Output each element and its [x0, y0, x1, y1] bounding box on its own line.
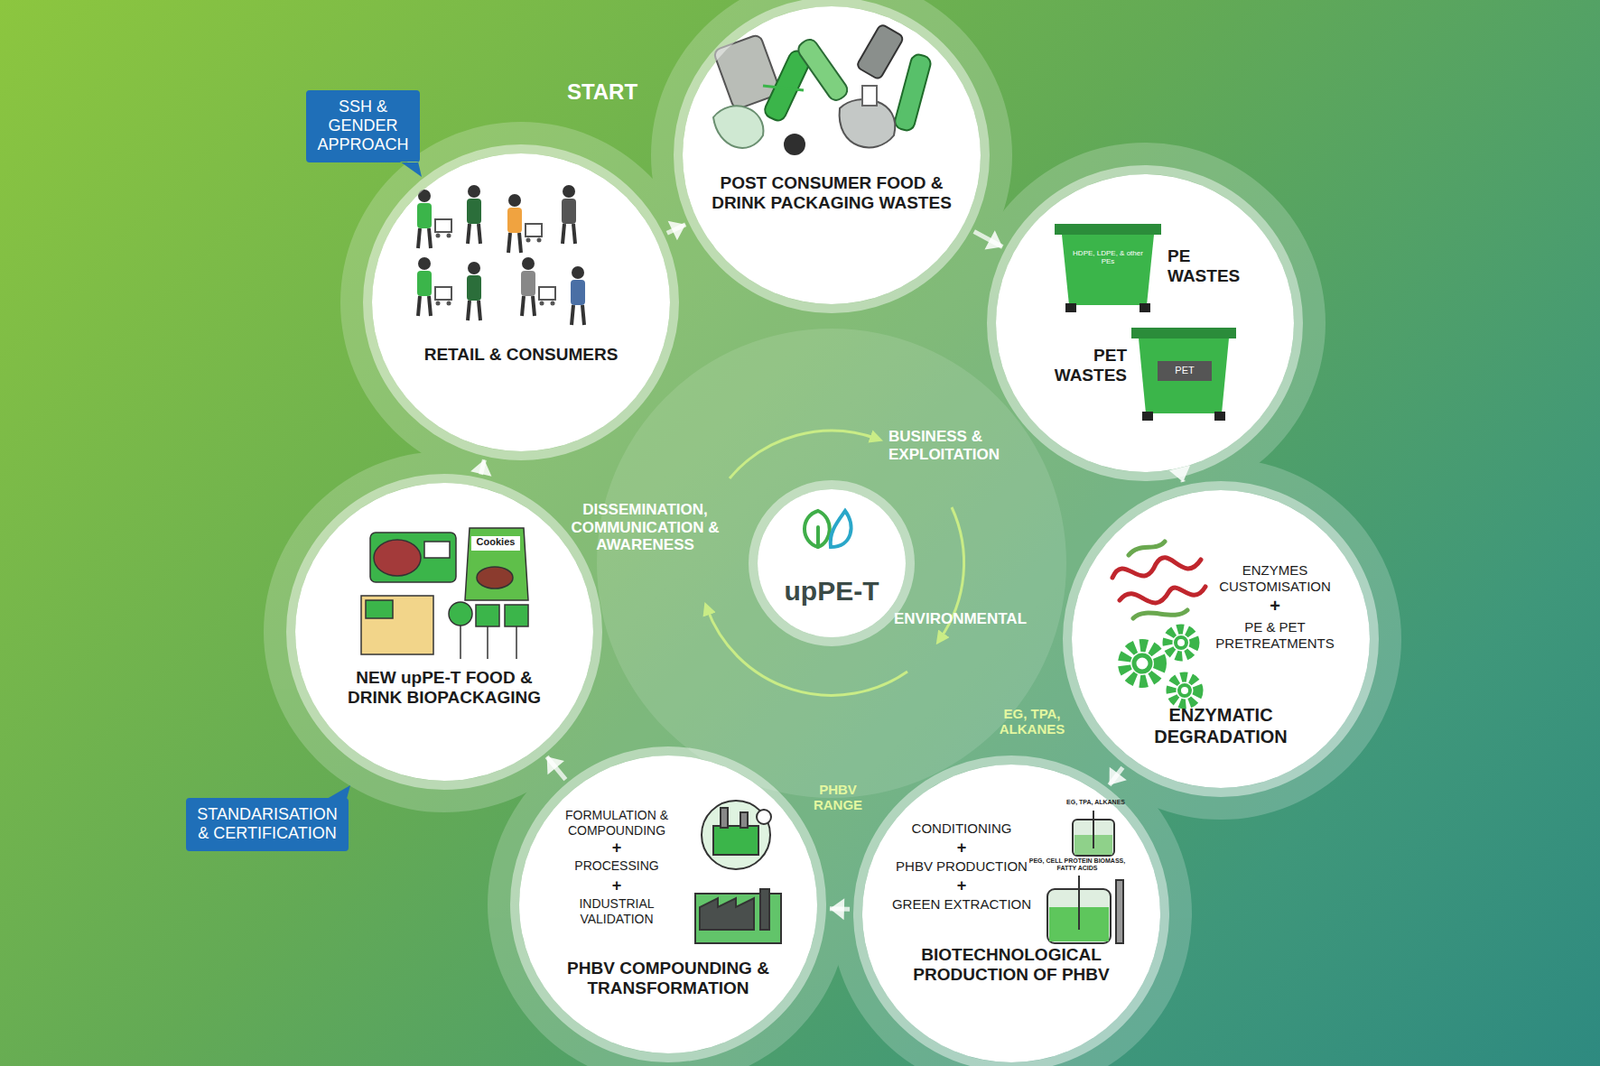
circle-outline [757, 489, 906, 638]
circle-outline [519, 755, 818, 1054]
circle-outline [372, 153, 670, 452]
icon-label: PET [1157, 364, 1212, 377]
flow-arrow [470, 459, 492, 476]
plus-sign: + [544, 838, 689, 858]
circle-outline [995, 174, 1294, 473]
edge-label: PHBV RANGE [806, 781, 870, 814]
stage-text: BIOTECHNOLOGICAL PRODUCTION OF PHBV [911, 945, 1111, 987]
stage-text: FORMULATION & COMPOUNDING [544, 808, 689, 838]
stage-circle: FORMULATION & COMPOUNDING+PROCESSING+IND… [519, 755, 818, 1054]
waste-icons [713, 23, 933, 156]
stage-text: PROCESSING [544, 858, 689, 875]
plus-sign: + [1211, 595, 1339, 618]
stage-text: NEW upPE-T FOOD & DRINK BIOPACKAGING [335, 668, 553, 709]
callout-tag: STANDARISATION & CERTIFICATION [186, 798, 349, 852]
edge-label: EG, TPA, ALKANES [991, 706, 1073, 738]
person-figure [570, 266, 586, 326]
stage-text: POST CONSUMER FOOD & DRINK PACKAGING WAS… [709, 173, 954, 214]
factory-icons [695, 800, 782, 944]
flow-arrow [974, 230, 1003, 250]
icon-label: Cookies [469, 536, 522, 549]
people-icons [417, 185, 586, 326]
stage-text: PHBV PRODUCTION [884, 858, 1039, 875]
icon-label: HDPE, LDPE, & other PEs [1070, 249, 1145, 266]
icon-label: EG, TPA, ALKANES [1061, 799, 1130, 807]
circle-outline [682, 6, 981, 305]
gear-icons [1124, 629, 1199, 705]
stage-text: ENZYMES CUSTOMISATION [1211, 562, 1339, 595]
stage-text: GREEN EXTRACTION [884, 896, 1039, 913]
icon-label: PEG, CELL PROTEIN BIOMASS, FATTY ACIDS [1018, 857, 1136, 873]
person-figure [520, 257, 556, 317]
stage-circle: PE WASTES PET WASTES [995, 174, 1294, 473]
plus-sign: + [544, 876, 689, 896]
tag-text: STANDARISATION & CERTIFICATION [196, 805, 338, 844]
flow-arrow [829, 898, 850, 921]
stage-circle: NEW upPE-T FOOD & DRINK BIOPACKAGING [295, 483, 594, 782]
packaging-icons [361, 528, 529, 660]
person-figure [417, 257, 452, 317]
plus-sign: + [884, 876, 1039, 896]
flow-arrow [1109, 767, 1127, 786]
center-circle: upPE-T [757, 489, 906, 638]
white-disks [295, 6, 1370, 1063]
cycle-label: DISSEMINATION, COMMUNICATION & AWARENESS [552, 501, 738, 555]
person-figure [561, 185, 577, 244]
stage-text: ENZYMATIC DEGRADATION [1107, 705, 1334, 748]
person-figure [507, 194, 542, 253]
logo-text: upPE-T [768, 575, 895, 607]
cycle-arrows [706, 430, 965, 696]
bin-icons [1054, 223, 1237, 421]
circle-outline [295, 483, 594, 782]
logo-icon [804, 511, 852, 548]
stage-circle: ENZYMES CUSTOMISATION+PE & PET PRETREATM… [1071, 490, 1370, 789]
tag-text: SSH & GENDER APPROACH [316, 97, 410, 156]
flow-arrow [667, 221, 686, 242]
cycle-label: BUSINESS & EXPLOITATION [888, 427, 1033, 464]
stage-text: RETAIL & CONSUMERS [421, 344, 621, 365]
person-figure [466, 261, 482, 321]
bioreactor-icons [1047, 810, 1124, 944]
stage-text: PHBV COMPOUNDING & TRANSFORMATION [546, 958, 791, 1000]
person-figure [417, 189, 452, 249]
stage-circle: RETAIL & CONSUMERS [372, 153, 670, 452]
enzyme-icon [1112, 541, 1206, 619]
stage-text: PE & PET PRETREATMENTS [1211, 619, 1339, 652]
circle-outline [862, 764, 1161, 1063]
stage-text: INDUSTRIAL VALIDATION [544, 896, 689, 927]
person-figure [466, 185, 482, 244]
flow-arrow [547, 756, 567, 780]
stage-text: PET WASTES [1027, 345, 1127, 387]
stage-circle: POST CONSUMER FOOD & DRINK PACKAGING WAS… [682, 6, 981, 305]
plus-sign: + [884, 838, 1039, 858]
flower-ring [263, 0, 1402, 1066]
stage-text: PE WASTES [1167, 246, 1267, 288]
callout-tag: SSH & GENDER APPROACH [306, 90, 420, 163]
cycle-label: START [552, 79, 652, 105]
stage-circle: CONDITIONING+PHBV PRODUCTION+GREEN EXTRA… [862, 764, 1161, 1063]
cycle-label: ENVIRONMENTAL [893, 610, 1057, 629]
stage-text: CONDITIONING [884, 820, 1039, 838]
